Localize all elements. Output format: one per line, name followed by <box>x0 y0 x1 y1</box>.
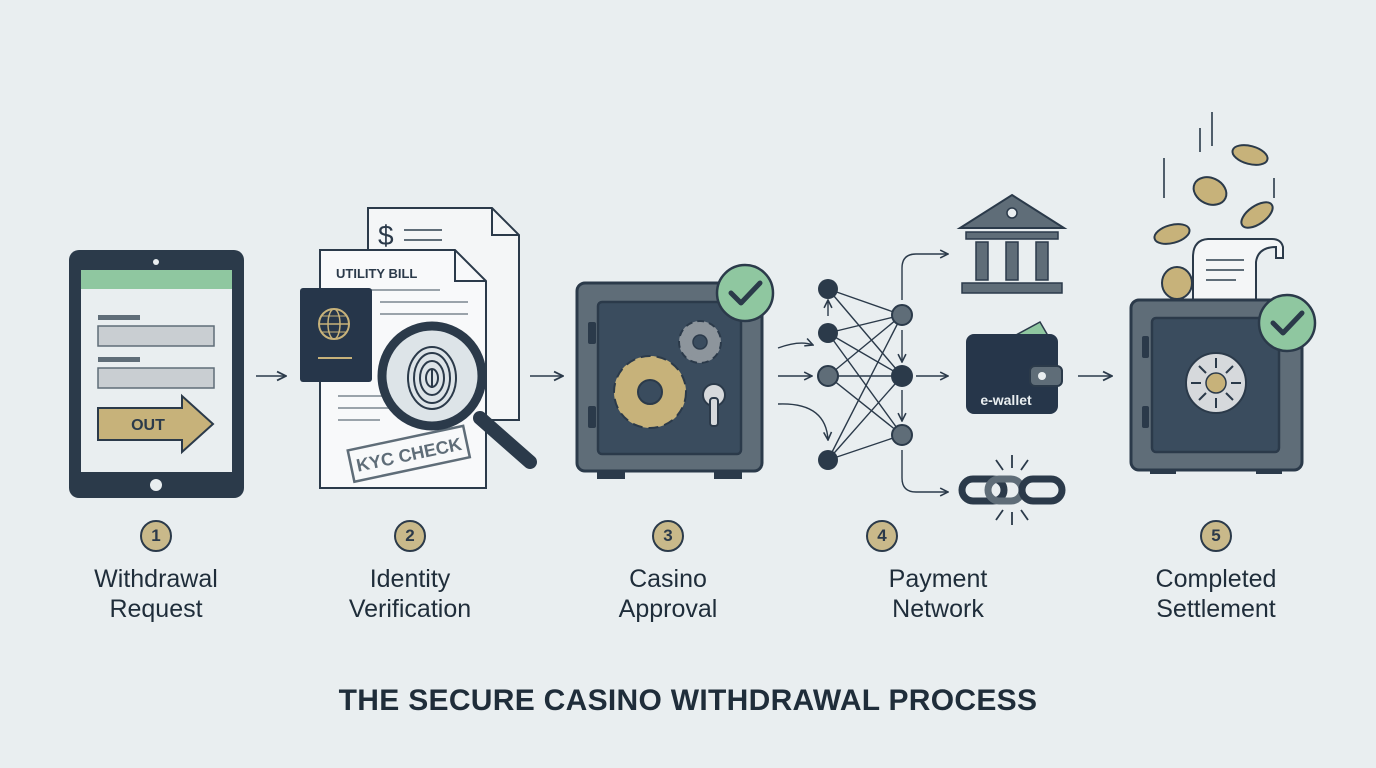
step-1-number: 1 <box>140 520 172 552</box>
step-3-number: 3 <box>652 520 684 552</box>
bank-icon <box>956 193 1068 294</box>
step-2-label: Identity Verification <box>310 564 510 624</box>
step-3-label-line2: Approval <box>618 595 718 623</box>
fingerprint-icon <box>407 346 457 410</box>
gear-icon <box>613 355 687 429</box>
tablet-icon: OUT <box>69 250 244 498</box>
step-4-number: 4 <box>866 520 898 552</box>
out-button-label: OUT <box>131 417 165 434</box>
step-4-label-line1: Payment <box>888 565 988 593</box>
network-icon <box>777 254 948 492</box>
step-2-label-line2: Verification <box>348 595 472 623</box>
step-3-label-line1: Casino <box>629 565 707 593</box>
out-arrow-button <box>97 393 215 455</box>
passport-icon <box>300 288 372 382</box>
step-5-number: 5 <box>1200 520 1232 552</box>
step-4-label-line2: Network <box>892 595 984 623</box>
currency-symbol: $ <box>378 220 394 251</box>
step-5-label: Completed Settlement <box>1116 564 1316 624</box>
dial-icon <box>1185 352 1247 414</box>
settlement-check-icon <box>1257 293 1317 353</box>
page-title: THE SECURE CASINO WITHDRAWAL PROCESS <box>338 684 1038 717</box>
safe-icon <box>575 281 764 479</box>
step-5-label-line2: Settlement <box>1156 595 1276 623</box>
coins-icon <box>1153 144 1274 300</box>
falling-lines <box>1163 112 1275 198</box>
step-3-label: Casino Approval <box>568 564 768 624</box>
doc-label: UTILITY BILL <box>336 266 417 281</box>
step-2-label-line1: Identity <box>369 565 451 593</box>
chain-icon <box>958 455 1066 525</box>
step-4-label: Payment Network <box>838 564 1038 624</box>
check-icon <box>715 263 775 323</box>
step-2-number: 2 <box>394 520 426 552</box>
receipt-icon <box>1192 238 1284 307</box>
step-1-label-line2: Request <box>109 595 203 623</box>
step-5-label-line1: Completed <box>1155 565 1277 593</box>
wallet-label: e-wallet <box>980 392 1032 408</box>
step-1-label: Withdrawal Request <box>56 564 256 624</box>
step-1-label-line1: Withdrawal <box>94 565 218 593</box>
small-gear-icon <box>678 320 722 364</box>
wallet-icon: e-wallet <box>966 320 1063 414</box>
settlement-safe-icon <box>1129 298 1304 474</box>
magnifier-icon <box>377 321 537 469</box>
